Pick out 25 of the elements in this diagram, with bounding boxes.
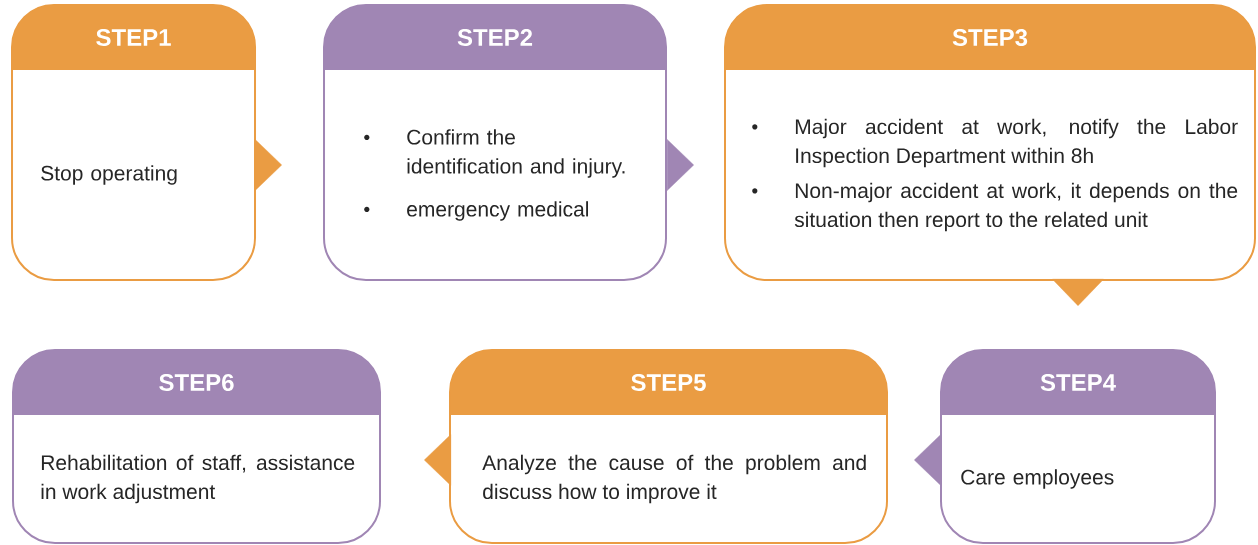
step-text: Care employees [961, 469, 1114, 489]
bullet-item: emergency medical [364, 201, 588, 221]
step-text: Rehabilitation of staff, assistance in work adjustment [41, 454, 355, 504]
bullet-item: Confirm the identification and injury. [364, 129, 625, 178]
step-box [724, 4, 1256, 281]
step-box [940, 349, 1216, 544]
step-text: Analyze the cause of the problem and discuss how to improve it [482, 454, 866, 504]
step-heading: STEP1 [96, 29, 171, 46]
arrow [1052, 278, 1104, 306]
step-heading: STEP6 [159, 374, 234, 391]
step-heading: STEP4 [1040, 374, 1116, 391]
step-heading: STEP5 [631, 374, 706, 391]
bullet-item: Non-major accident at work, it depends on the situation then report to the related unit [752, 182, 1238, 232]
bullet-item: Major accident at work, notify the Labor Inspection Department within 8h [752, 118, 1238, 168]
step-text: Stop operating [41, 165, 177, 185]
arrow [424, 434, 452, 486]
step-box [12, 349, 381, 544]
step-box [11, 4, 256, 281]
arrow [254, 139, 282, 191]
arrow [666, 139, 694, 191]
step-box [449, 349, 888, 544]
step-heading: STEP3 [952, 29, 1028, 46]
step-heading: STEP2 [457, 29, 533, 46]
step-box [323, 4, 667, 281]
arrow [914, 434, 942, 486]
